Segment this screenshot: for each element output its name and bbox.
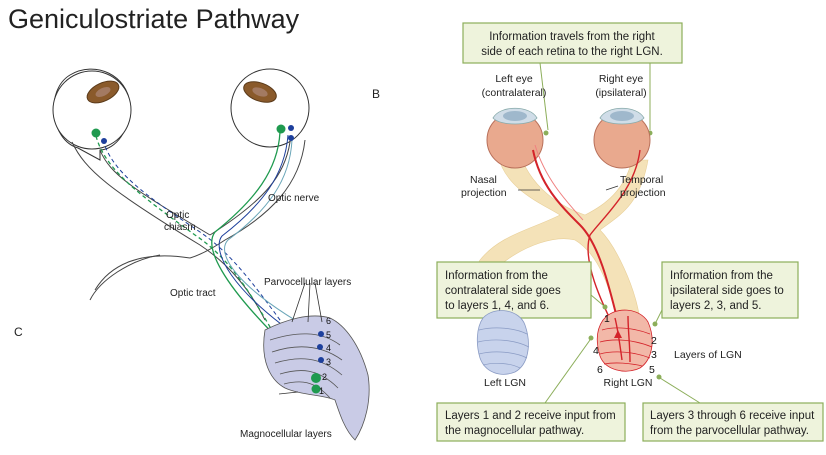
callout-contra-line-3: to layers 1, 4, and 6. <box>445 300 549 312</box>
callout-ipsilateral <box>661 261 799 319</box>
left-lgn-layer-2: 2 <box>322 372 327 382</box>
left-diagram: C Optic nerve Optic chiasm Optic tract P… <box>14 68 370 441</box>
callout-top-line-1: Information travels from the right <box>489 31 655 43</box>
nasal-label-1: Nasal <box>470 174 497 186</box>
parvocellular-label: Parvocellular layers <box>264 277 351 288</box>
callout-contra-line-1: Information from the <box>445 270 548 282</box>
left-lgn-layer-6: 6 <box>326 316 331 326</box>
callout-parvo-line-1: Layers 3 through 6 receive input <box>650 410 815 422</box>
nasal-label-2: projection <box>461 187 507 199</box>
layers-of-lgn-label: Layers of LGN <box>674 349 742 361</box>
optic-nerve-label: Optic nerve <box>268 193 320 204</box>
right-panel-label: B <box>372 87 380 101</box>
callout-parvo-line-2: from the parvocellular pathway. <box>650 425 809 437</box>
right-diagram: B Information travels from the right sid… <box>372 22 824 442</box>
left-lgn-layer-1: 1 <box>319 386 324 396</box>
callout-contralateral <box>436 261 592 319</box>
right-eye-globe <box>230 68 310 148</box>
left-lgn <box>476 310 529 375</box>
right-eye-label-1: Right eye <box>599 73 644 85</box>
right-eye-label-2: (ipsilateral) <box>595 87 646 99</box>
magnocellular-label: Magnocellular layers <box>240 429 332 440</box>
callout-top-line-2: side of each retina to the right LGN. <box>481 46 663 58</box>
callout-parvocellular <box>642 402 824 442</box>
left-lgn-layer-5: 5 <box>326 330 331 340</box>
left-lgn-layer-3: 3 <box>326 357 331 367</box>
temporal-label-1: Temporal <box>620 174 663 186</box>
right-lgn-layer-6: 6 <box>597 364 603 376</box>
left-eye-label-2: (contralateral) <box>482 87 547 99</box>
left-lgn-label: Left LGN <box>484 377 526 389</box>
callout-contra-line-2: contralateral side goes <box>445 285 561 297</box>
right-lgn-label: Right LGN <box>603 377 652 389</box>
callout-ipsi-line-2: ipsilateral side goes to <box>670 285 784 297</box>
right-lgn-layer-5: 5 <box>649 364 655 376</box>
callout-magno-line-2: the magnocellular pathway. <box>445 425 584 437</box>
callout-ipsi-line-1: Information from the <box>670 270 773 282</box>
left-lgn-layer-4: 4 <box>326 343 331 353</box>
right-lgn-layer-2: 2 <box>651 335 657 347</box>
callout-ipsi-line-3: layers 2, 3, and 5. <box>670 300 761 312</box>
callout-top <box>462 22 683 64</box>
left-panel-label: C <box>14 325 23 339</box>
right-lgn-layer-3: 3 <box>651 349 657 361</box>
optic-chiasm-label-2: chiasm <box>164 222 196 233</box>
callout-magno-line-1: Layers 1 and 2 receive input from <box>445 410 616 422</box>
left-eye-label-1: Left eye <box>495 73 533 85</box>
page-title: Geniculostriate Pathway <box>8 4 300 34</box>
left-eye-globe <box>52 70 132 150</box>
optic-chiasm-label-1: Optic <box>166 210 189 221</box>
optic-tract-label: Optic tract <box>170 288 216 299</box>
temporal-label-2: projection <box>620 187 666 199</box>
callout-magnocellular <box>436 402 626 442</box>
right-lgn-layer-4: 4 <box>593 345 599 357</box>
right-lgn-layer-1: 1 <box>604 313 610 325</box>
